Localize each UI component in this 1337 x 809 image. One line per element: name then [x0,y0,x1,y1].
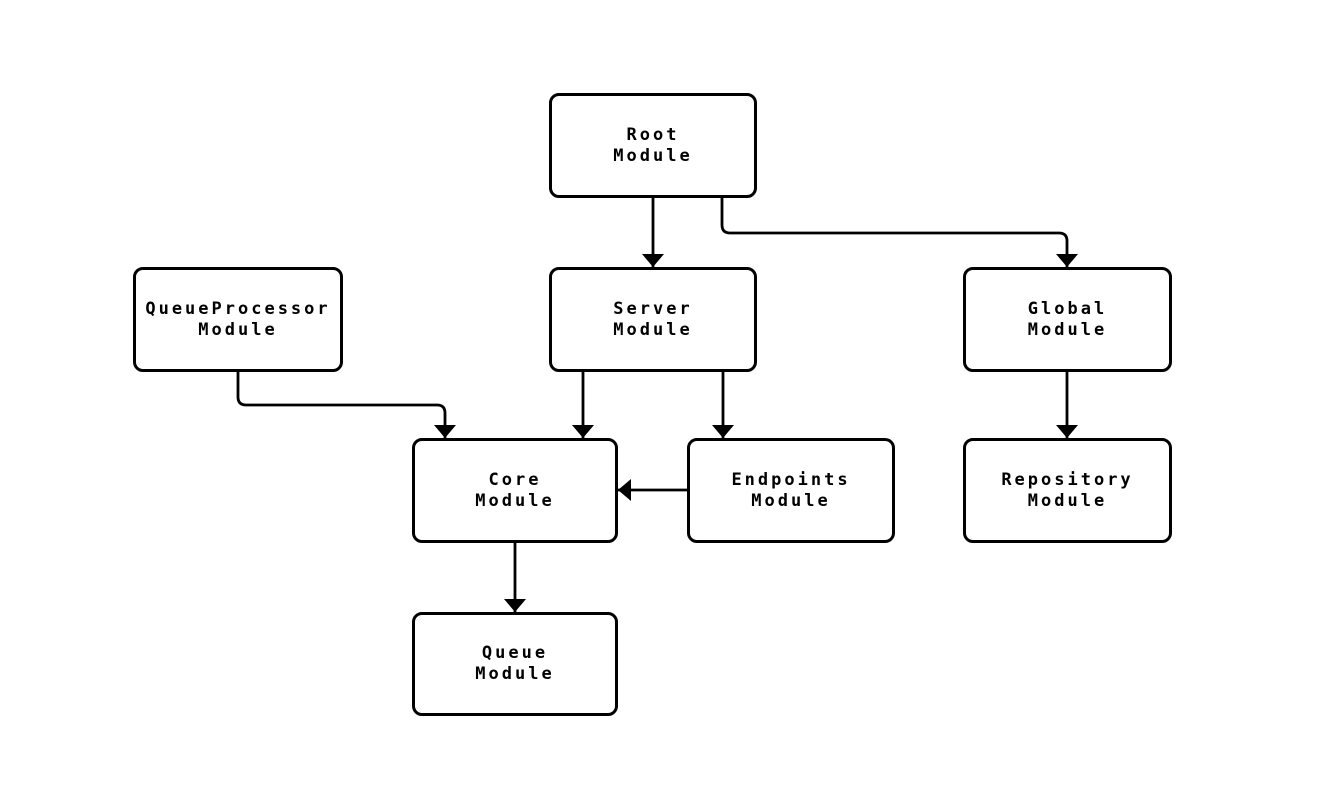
node-queue-module: Queue Module [412,612,618,716]
edge-root-to-global [720,198,1078,267]
node-global-module: Global Module [963,267,1172,372]
node-endpoints-module: Endpoints Module [687,438,895,543]
node-server-module: Server Module [549,267,757,372]
node-core-module: Core Module [412,438,618,543]
node-root-module: Root Module [549,93,757,198]
node-queueprocessor-module: QueueProcessor Module [133,267,343,372]
node-repository-module: Repository Module [963,438,1172,543]
edge-queueprocessor-to-core [236,372,456,438]
